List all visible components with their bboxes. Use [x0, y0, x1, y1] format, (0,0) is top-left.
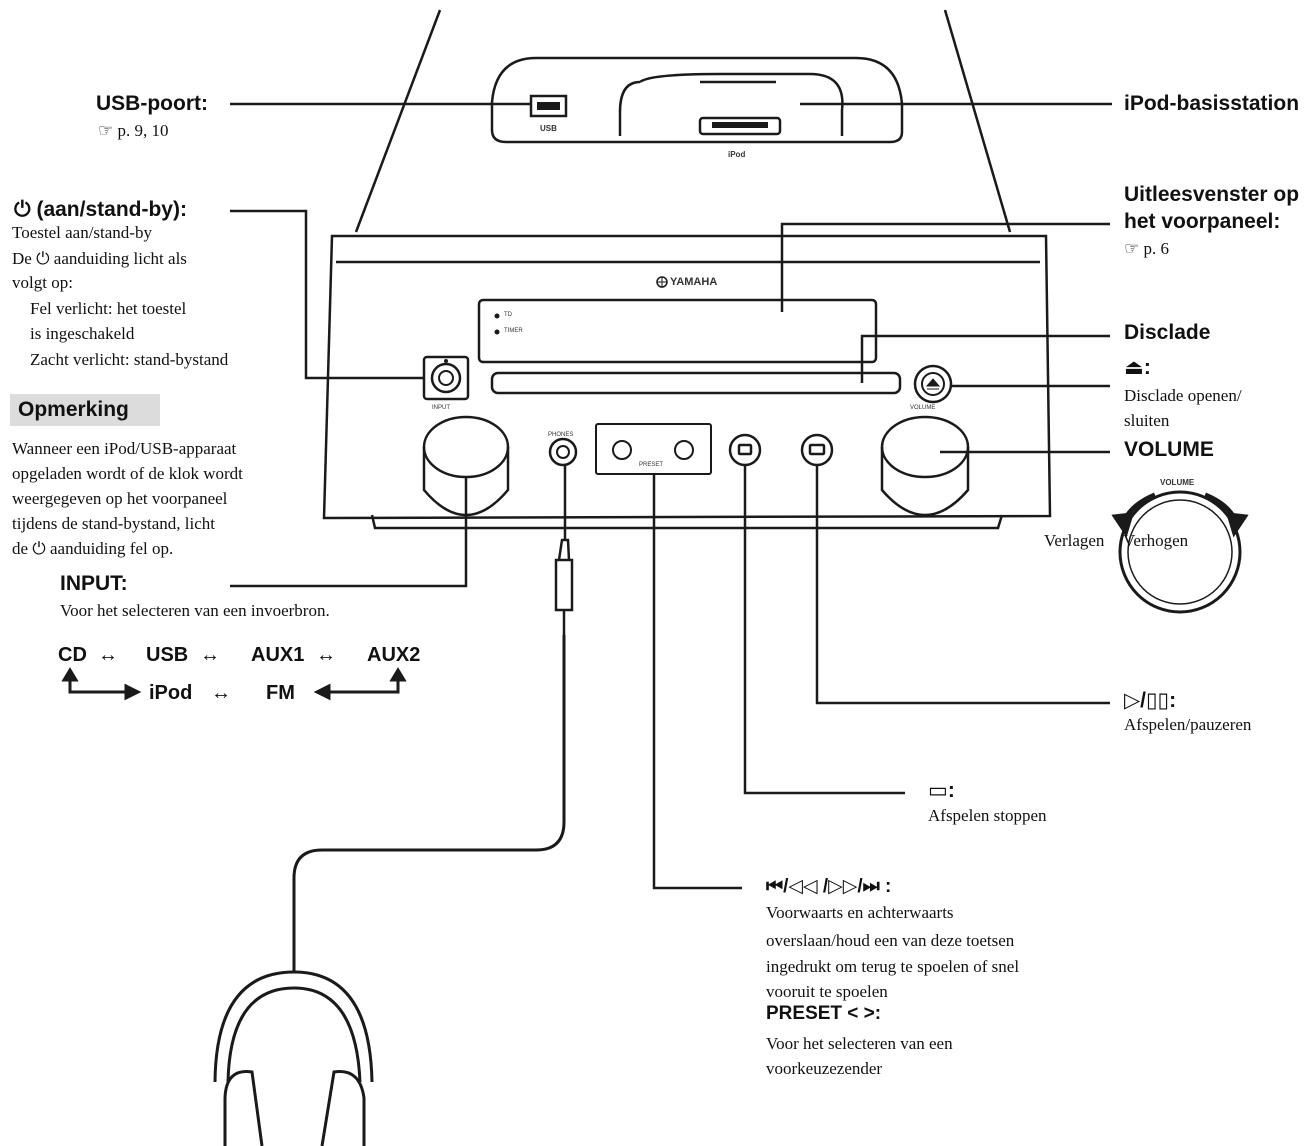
preset-line-1: Voor het selecteren van een	[766, 1034, 953, 1053]
skip-line-3: ingedrukt om terug te spoelen of snel	[766, 957, 1020, 976]
skip-line-1: Voorwaarts en achterwaarts	[766, 903, 954, 922]
power-line-4: Fel verlicht: het toestel	[30, 299, 187, 318]
volume-knob-label: VOLUME	[910, 405, 936, 411]
cycle-ipod: iPod	[149, 682, 193, 704]
brand-logo-text: YAMAHA	[670, 276, 718, 288]
display-callout-title-1: Uitleesvenster op	[1124, 183, 1300, 206]
volume-decrease-label: Verlagen	[1044, 531, 1105, 550]
note-line-3: weergegeven op het voorpaneel	[12, 489, 228, 508]
skip-line-2: overslaan/houd een van deze toetsen	[766, 931, 1015, 950]
skip-line-4: vooruit te spoelen	[766, 982, 888, 1001]
eject-line-1: Disclade openen/	[1124, 386, 1242, 405]
phones-jack-label: PHONES	[548, 432, 574, 438]
cycle-arrow-4: ↔	[211, 682, 231, 704]
skip-callout-symbol: ⏮/◁◁ /▷▷/⏭ :	[766, 876, 892, 897]
stop-button-icon	[728, 433, 762, 467]
headphones-icon	[213, 970, 374, 1146]
cycle-arrow-3: ↔	[316, 644, 336, 666]
cycle-fm: FM	[266, 682, 295, 704]
display-callout-ref: ☞ p. 6	[1124, 239, 1169, 258]
eject-button-icon	[913, 364, 953, 404]
disc-slot	[490, 371, 902, 395]
cabinet-right-edge	[943, 9, 1012, 233]
note-line-2: opgeladen wordt of de klok wordt	[12, 464, 243, 483]
power-line-5: is ingeschakeld	[30, 324, 135, 343]
ipod-dock-label: iPod	[728, 150, 746, 159]
ipod-callout-title: iPod-basisstation	[1124, 92, 1300, 115]
front-panel-outer	[322, 234, 1052, 520]
preset-panel-label: PRESET	[639, 462, 664, 468]
headphone-plug-icon	[554, 466, 574, 635]
display-callout-title-2: het voorpaneel:	[1124, 210, 1281, 233]
power-callout-title: ⏻ (aan/stand-by):	[14, 198, 187, 222]
play-pause-callout-symbol: ▷/▯▯:	[1124, 689, 1177, 712]
note-title: Opmerking	[18, 398, 129, 421]
phones-jack-icon	[548, 437, 578, 467]
volume-knob-icon	[880, 415, 970, 517]
headphone-cable	[292, 635, 566, 972]
display-window	[477, 298, 878, 364]
usb-port-label: USB	[540, 124, 557, 133]
stop-callout-desc: Afspelen stoppen	[928, 806, 1047, 825]
stop-callout-symbol: ▭:	[928, 779, 955, 802]
volume-increase-label: Verhogen	[1123, 531, 1189, 550]
cycle-usb: USB	[146, 644, 189, 666]
power-line-2: De ⏻ aanduiding licht als	[12, 249, 187, 268]
callout-leaders	[230, 102, 1112, 890]
note-line-4: tijdens de stand-bystand, licht	[12, 514, 216, 533]
usb-callout-title: USB-poort:	[96, 92, 208, 115]
preset-line-2: voorkeuzezender	[766, 1059, 883, 1078]
usb-callout-ref: ☞ p. 9, 10	[98, 121, 169, 140]
top-dock-plate	[490, 56, 904, 144]
cabinet-left-edge	[354, 9, 442, 233]
eject-callout-symbol: ⏏:	[1124, 356, 1151, 379]
volume-direction-dial-icon	[1111, 490, 1249, 614]
cycle-aux2: AUX2	[367, 644, 421, 666]
indicator-td-label: TD	[504, 312, 512, 318]
usb-port-icon	[529, 94, 568, 118]
input-cycle-arrows	[61, 667, 407, 701]
input-callout-title: INPUT:	[60, 572, 128, 595]
power-line-6: Zacht verlicht: stand-bystand	[30, 350, 229, 369]
ipod-connector-icon	[698, 116, 782, 136]
note-line-5: de ⏻ aanduiding fel op.	[12, 539, 174, 558]
note-line-1: Wanneer een iPod/USB-apparaat	[12, 439, 237, 458]
cycle-cd: CD	[58, 644, 87, 666]
power-callout-title-text: (aan/stand-by):	[36, 198, 187, 221]
note-heading-box	[10, 394, 160, 426]
play-pause-callout-desc: Afspelen/pauzeren	[1124, 715, 1252, 734]
preset-callout-title: PRESET < >:	[766, 1003, 882, 1024]
disc-tray-callout-title: Disclade	[1124, 321, 1211, 344]
volume-dial-label: VOLUME	[1160, 478, 1195, 487]
power-icon: ⏻	[14, 198, 37, 221]
cycle-arrow-2: ↔	[200, 644, 220, 666]
power-button-icon	[422, 355, 470, 401]
indicator-timer-label: TIMER	[504, 328, 523, 334]
eject-line-2: sluiten	[1124, 411, 1170, 430]
cycle-aux1: AUX1	[251, 644, 305, 666]
input-knob-label: INPUT	[432, 405, 450, 411]
power-line-1: Toestel aan/stand-by	[12, 223, 152, 242]
power-line-3: volgt op:	[12, 273, 73, 292]
cycle-arrow-1: ↔	[98, 644, 118, 666]
yamaha-logo-icon	[656, 276, 668, 288]
volume-callout-title: VOLUME	[1124, 438, 1214, 461]
input-callout-desc: Voor het selecteren van een invoerbron.	[60, 601, 330, 620]
play-pause-button-icon	[800, 433, 834, 467]
